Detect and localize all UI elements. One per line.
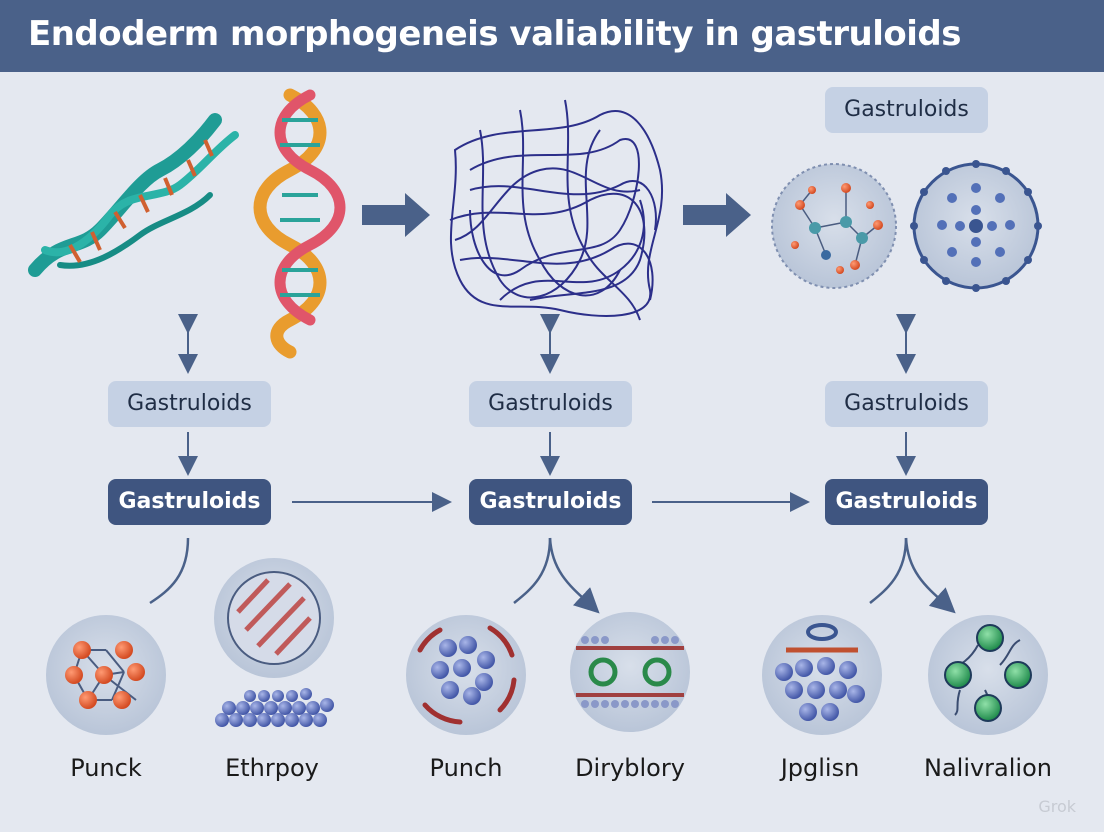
big-arrow-right-icon (683, 193, 751, 237)
label-jpglisn: Jpglisn (780, 754, 860, 782)
diagram-title: Endoderm morphogeneis valiability in gas… (28, 14, 962, 54)
blue-cluster-cell-icon (406, 615, 526, 735)
layered-rings-cell-icon (570, 612, 690, 732)
orange-network-cell-icon (46, 615, 166, 735)
dna-helix-icon (253, 88, 346, 359)
label-nalivralion: Nalivralion (923, 754, 1052, 782)
bead-cell-icon (910, 160, 1042, 292)
light-box-right: Gastruloids (825, 381, 988, 427)
network-cell-icon (771, 163, 897, 289)
striped-disc-icon (214, 558, 334, 678)
light-box-mid: Gastruloids (469, 381, 632, 427)
label-punck: Punck (70, 754, 142, 782)
watermark: Grok (1038, 797, 1076, 816)
big-arrow-right-icon (362, 193, 430, 237)
title-bar: Endoderm morphogeneis valiability in gas… (0, 0, 1104, 72)
dark-box-right: Gastruloids (825, 479, 988, 525)
label-punch: Punch (429, 754, 503, 782)
top-right-gastruloids-box: Gastruloids (825, 87, 988, 133)
light-box-left: Gastruloids (108, 381, 271, 427)
label-diryblory: Diryblory (575, 754, 685, 782)
branch-curve-icon (149, 537, 956, 614)
green-spheres-cell-icon (928, 615, 1048, 735)
dark-box-mid: Gastruloids (469, 479, 632, 525)
bidirectional-arrow-icon (178, 314, 916, 374)
fiber-mesh-icon (449, 99, 664, 321)
blue-spheres-cell-icon (762, 615, 882, 735)
label-ethrpoy: Ethrpoy (225, 754, 319, 782)
bead-chain-icon (215, 688, 334, 727)
protein-ribbon-icon (28, 113, 239, 277)
dark-box-left: Gastruloids (108, 479, 271, 525)
down-arrow-icon (178, 432, 916, 476)
